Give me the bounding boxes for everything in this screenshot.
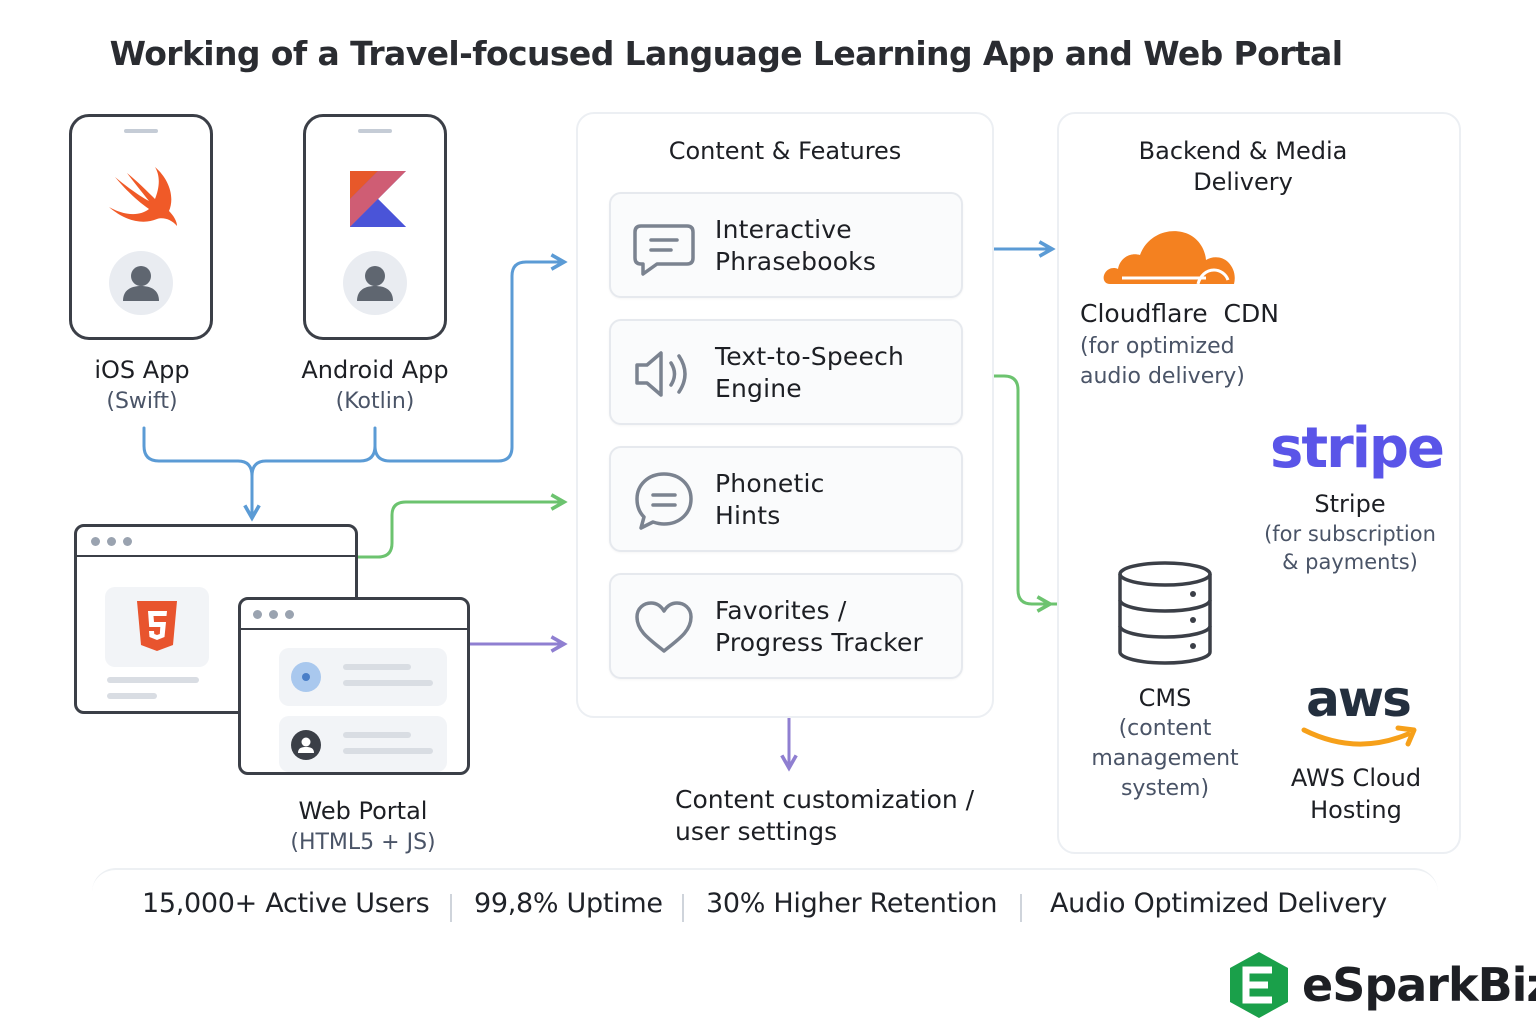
- html5-tile: [105, 587, 209, 667]
- ios-app-name: iOS App: [94, 356, 190, 384]
- placeholder-line: [107, 693, 157, 699]
- placeholder-line: [343, 664, 411, 670]
- ios-app-label: iOS App (Swift): [40, 354, 244, 418]
- web-portal-label: Web Portal (HTML5 + JS): [252, 795, 474, 859]
- feature-card-tts: Text-to-Speech Engine: [609, 319, 963, 425]
- placeholder-line: [343, 680, 433, 686]
- window-dot: [107, 537, 116, 546]
- feature-label: Favorites / Progress Tracker: [715, 596, 924, 657]
- window-dot: [123, 537, 132, 546]
- stat-separator: [450, 894, 452, 922]
- phone-notch: [358, 129, 392, 133]
- content-customization-label: Content customization / user settings: [675, 785, 975, 846]
- feature-label: Text-to-Speech Engine: [715, 342, 905, 403]
- swift-logo-icon: [109, 167, 177, 226]
- stripe-logo: stripe: [1270, 416, 1445, 481]
- heart-icon: [635, 601, 693, 653]
- feature-label: Interactive Phrasebooks: [715, 215, 877, 276]
- android-app-name: Android App: [301, 356, 449, 384]
- stat-audio-delivery: Audio Optimized Delivery: [1050, 888, 1387, 919]
- stat-retention: 30% Higher Retention: [706, 888, 998, 919]
- list-item: [279, 648, 447, 706]
- esparkbiz-logo-icon: [1230, 952, 1288, 1018]
- stat-separator: [1020, 894, 1022, 922]
- android-app-label: Android App (Kotlin): [264, 354, 486, 418]
- stats-bar: 15,000+ Active Users 99,8% Uptime 30% Hi…: [92, 868, 1438, 922]
- window-dot: [91, 537, 100, 546]
- database-icon: [1118, 561, 1212, 665]
- cloudflare-cloud-icon: [1103, 231, 1235, 284]
- stat-uptime: 99,8% Uptime: [474, 888, 663, 919]
- web-portal-name: Web Portal: [298, 797, 428, 825]
- cloudflare-name: Cloudflare CDN: [1080, 299, 1279, 328]
- content-panel-title: Content & Features: [668, 137, 902, 165]
- ios-app-tech: (Swift): [106, 389, 178, 414]
- stripe-name: Stripe: [1314, 490, 1386, 518]
- placeholder-line: [107, 677, 199, 683]
- phonetic-bubble-icon: [635, 472, 693, 530]
- web-portal-tech: (HTML5 + JS): [290, 830, 436, 855]
- feature-card-phrasebooks: Interactive Phrasebooks: [609, 192, 963, 298]
- speaker-icon: [635, 351, 687, 397]
- cms-label: CMS (content management system): [1075, 682, 1255, 804]
- user-avatar-icon: [343, 251, 407, 315]
- window-dot: [285, 610, 294, 619]
- window-dot: [269, 610, 278, 619]
- feature-card-favorites: Favorites / Progress Tracker: [609, 573, 963, 679]
- phone-notch: [124, 129, 158, 133]
- location-dot-icon: [291, 662, 321, 692]
- page-title: Working of a Travel-focused Language Lea…: [109, 34, 1343, 73]
- stripe-label: Stripe (for subscription & payments): [1240, 488, 1460, 576]
- aws-logo: aws: [1306, 670, 1412, 728]
- chat-bubble-icon: [633, 224, 695, 276]
- user-icon: [291, 730, 321, 760]
- android-app-tech: (Kotlin): [335, 389, 415, 414]
- window-titlebar: [241, 600, 467, 630]
- kotlin-logo-icon: [350, 171, 406, 227]
- feature-label: Phonetic Hints: [715, 469, 825, 530]
- window-dot: [253, 610, 262, 619]
- stat-active-users: 15,000+ Active Users: [142, 888, 430, 919]
- html5-logo-icon: [137, 601, 177, 651]
- android-app-device: [303, 114, 447, 340]
- window-titlebar: [77, 527, 355, 557]
- cloudflare-desc: (for optimized audio delivery): [1080, 334, 1245, 389]
- user-avatar-icon: [109, 251, 173, 315]
- brand-name: eSparkBiz: [1302, 958, 1536, 1012]
- web-portal-window-front: [238, 597, 470, 775]
- feature-card-phonetic: Phonetic Hints: [609, 446, 963, 552]
- placeholder-line: [343, 748, 433, 754]
- placeholder-line: [343, 732, 411, 738]
- list-item: [279, 716, 447, 772]
- stat-separator: [682, 894, 684, 922]
- aws-label: AWS Cloud Hosting: [1290, 764, 1422, 824]
- aws-smile-icon: [1301, 725, 1417, 747]
- cms-name: CMS: [1138, 684, 1192, 712]
- backend-panel-title: Backend & Media Delivery: [1138, 137, 1348, 196]
- ios-app-device: [69, 114, 213, 340]
- backend-media-panel: Backend & Media Delivery: [1057, 112, 1461, 854]
